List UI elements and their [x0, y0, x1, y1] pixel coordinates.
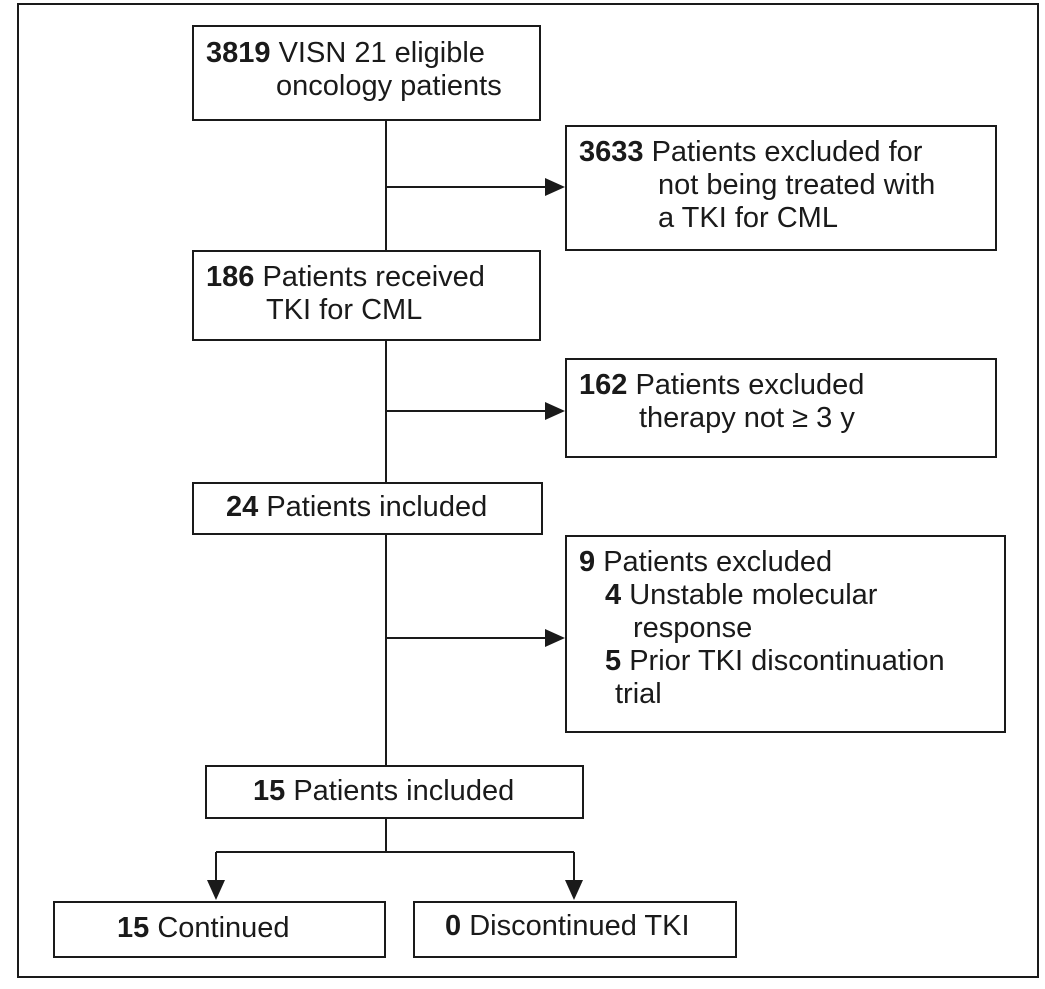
count: 186: [206, 261, 255, 293]
box-excluded-therapy: 162 Patients excluded therapy not ≥ 3 y: [565, 358, 997, 458]
text-line: oncology patients: [276, 70, 502, 102]
text-line: Unstable molecular: [629, 579, 878, 611]
arrow-continued-head: [207, 880, 225, 900]
text-line: trial: [615, 678, 662, 710]
text-line: Prior TKI discontinuation: [629, 645, 945, 677]
arrow-excluded1-head: [545, 178, 565, 196]
box-continued: 15 Continued: [53, 901, 386, 958]
count: 15: [117, 912, 150, 944]
count: 3819: [206, 37, 271, 69]
text-line: a TKI for CML: [658, 202, 838, 234]
arrow-excluded3-head: [545, 629, 565, 647]
count: 24: [226, 491, 259, 523]
arrow-excluded2-head: [545, 402, 565, 420]
sub-count: 4: [605, 579, 622, 611]
box-received-tki: 186 Patients received TKI for CML: [192, 250, 541, 341]
text-line: VISN 21 eligible: [278, 37, 485, 69]
text-line: Patients excluded: [603, 546, 833, 578]
box-included-15: 15 Patients included: [205, 765, 584, 819]
count: 3633: [579, 136, 644, 168]
text-line: TKI for CML: [266, 294, 423, 326]
count: 0: [445, 910, 462, 942]
text-line: Patients excluded for: [651, 136, 923, 168]
box-discontinued: 0 Discontinued TKI: [413, 901, 737, 958]
box-excluded-9: 9 Patients excluded 4 Unstable molecular…: [565, 535, 1006, 733]
text-line: Patients included: [266, 491, 488, 523]
sub-count: 5: [605, 645, 622, 677]
diagram-frame: [17, 3, 1039, 978]
box-included-24: 24 Patients included: [192, 482, 543, 535]
count: 9: [579, 546, 596, 578]
text-line: not being treated with: [658, 169, 936, 201]
count: 162: [579, 369, 628, 401]
text-line: Continued: [157, 912, 290, 944]
count: 15: [253, 775, 286, 807]
arrow-discontinued-head: [565, 880, 583, 900]
text-line: Patients included: [293, 775, 515, 807]
text-line: response: [633, 612, 753, 644]
text-line: Discontinued TKI: [469, 910, 690, 942]
text-line: Patients received: [262, 261, 485, 293]
text-line: Patients excluded: [635, 369, 865, 401]
box-eligible: 3819 VISN 21 eligible oncology patients: [192, 25, 541, 121]
box-excluded-not-tki: 3633 Patients excluded for not being tre…: [565, 125, 997, 251]
text-line: therapy not ≥ 3 y: [639, 402, 855, 434]
